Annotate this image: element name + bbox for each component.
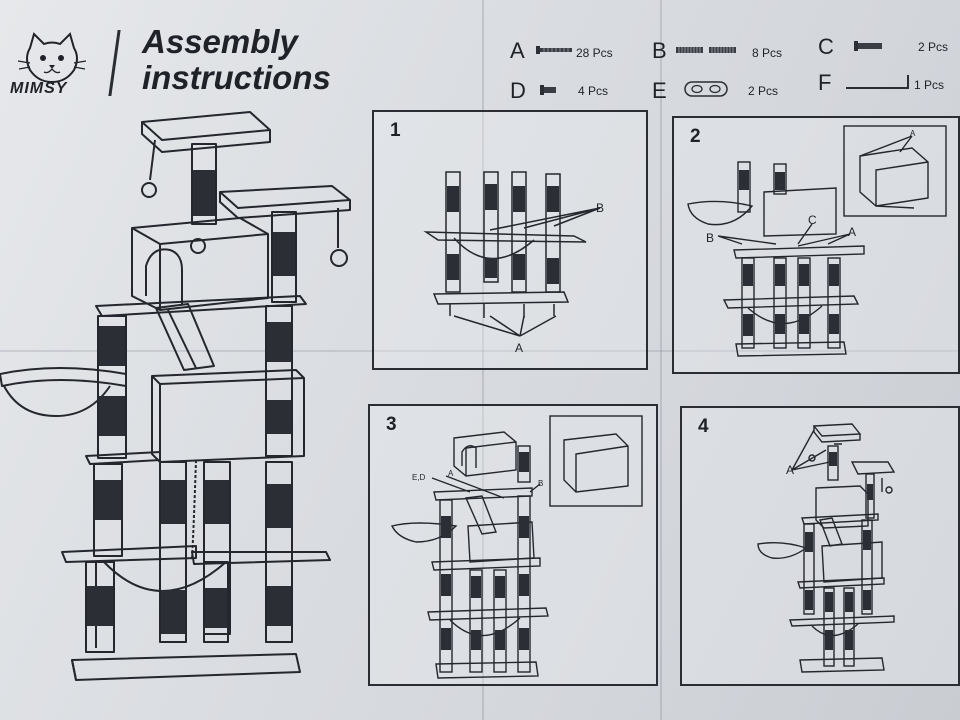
part-qty: 28 Pcs <box>576 46 613 60</box>
part-qty: 2 Pcs <box>748 84 779 98</box>
step-3-diagram: E,D A B <box>390 415 643 679</box>
part-qty: 4 Pcs <box>578 84 609 98</box>
brand-divider <box>108 30 121 96</box>
brand-name: MIMSY <box>10 80 68 97</box>
paper-fold <box>660 0 662 720</box>
part-d: D 4 Pcs <box>510 78 630 103</box>
paper-fold <box>0 350 960 352</box>
step-4-diagram: A <box>757 423 896 673</box>
callout-label: B <box>706 231 714 245</box>
part-c: C 2 Pcs <box>818 34 958 59</box>
part-e: E 2 Pcs <box>652 78 792 103</box>
short-screw-icon <box>536 46 572 54</box>
part-letter: A <box>510 38 525 63</box>
callout-label: B <box>538 479 543 488</box>
allen-key-icon <box>846 75 909 89</box>
step-panel-3: 3 <box>368 404 658 686</box>
callout-label: A <box>848 225 856 239</box>
part-qty: 8 Pcs <box>752 46 783 60</box>
paper-fold <box>482 0 484 720</box>
step-panel-4: 4 <box>680 406 960 686</box>
part-letter: E <box>652 78 667 103</box>
title-line-1: Assembly <box>142 23 298 60</box>
part-qty: 1 Pcs <box>914 78 945 92</box>
part-letter: C <box>818 34 834 59</box>
callout-label: C <box>808 213 817 227</box>
cat-face-icon <box>17 32 87 84</box>
step-number: 3 <box>386 414 397 435</box>
callout-label: A <box>448 469 454 478</box>
part-a: A 28 Pcs <box>510 38 630 63</box>
callout-label: A <box>786 463 794 477</box>
part-letter: F <box>818 70 832 95</box>
tiny-screw-icon <box>540 85 556 95</box>
step-number: 2 <box>690 126 701 147</box>
part-letter: B <box>652 38 667 63</box>
step-number: 4 <box>698 416 709 437</box>
step-panel-2: 2 <box>672 116 960 374</box>
part-qty: 2 Pcs <box>918 40 949 54</box>
title-line-2: instructions <box>142 59 331 96</box>
step-1-diagram: B A <box>423 171 604 355</box>
step-number: 1 <box>390 120 401 141</box>
step-2-diagram: B C A A <box>687 125 947 357</box>
callout-label: A <box>515 341 523 355</box>
part-f: F 1 Pcs <box>818 70 958 95</box>
callout-label: A <box>910 129 916 138</box>
small-screw-icon <box>854 41 882 51</box>
bracket-plate-icon <box>684 81 728 97</box>
threaded-rod-icon <box>676 47 736 53</box>
cat-tree-overview <box>0 111 351 681</box>
page-title: Assembly instructions <box>142 24 331 96</box>
callout-label: B <box>596 201 604 215</box>
step-panel-1: 1 B A <box>372 110 648 370</box>
part-b: B 8 Pcs <box>652 38 792 63</box>
callout-label: E,D <box>412 473 426 482</box>
part-letter: D <box>510 78 526 103</box>
